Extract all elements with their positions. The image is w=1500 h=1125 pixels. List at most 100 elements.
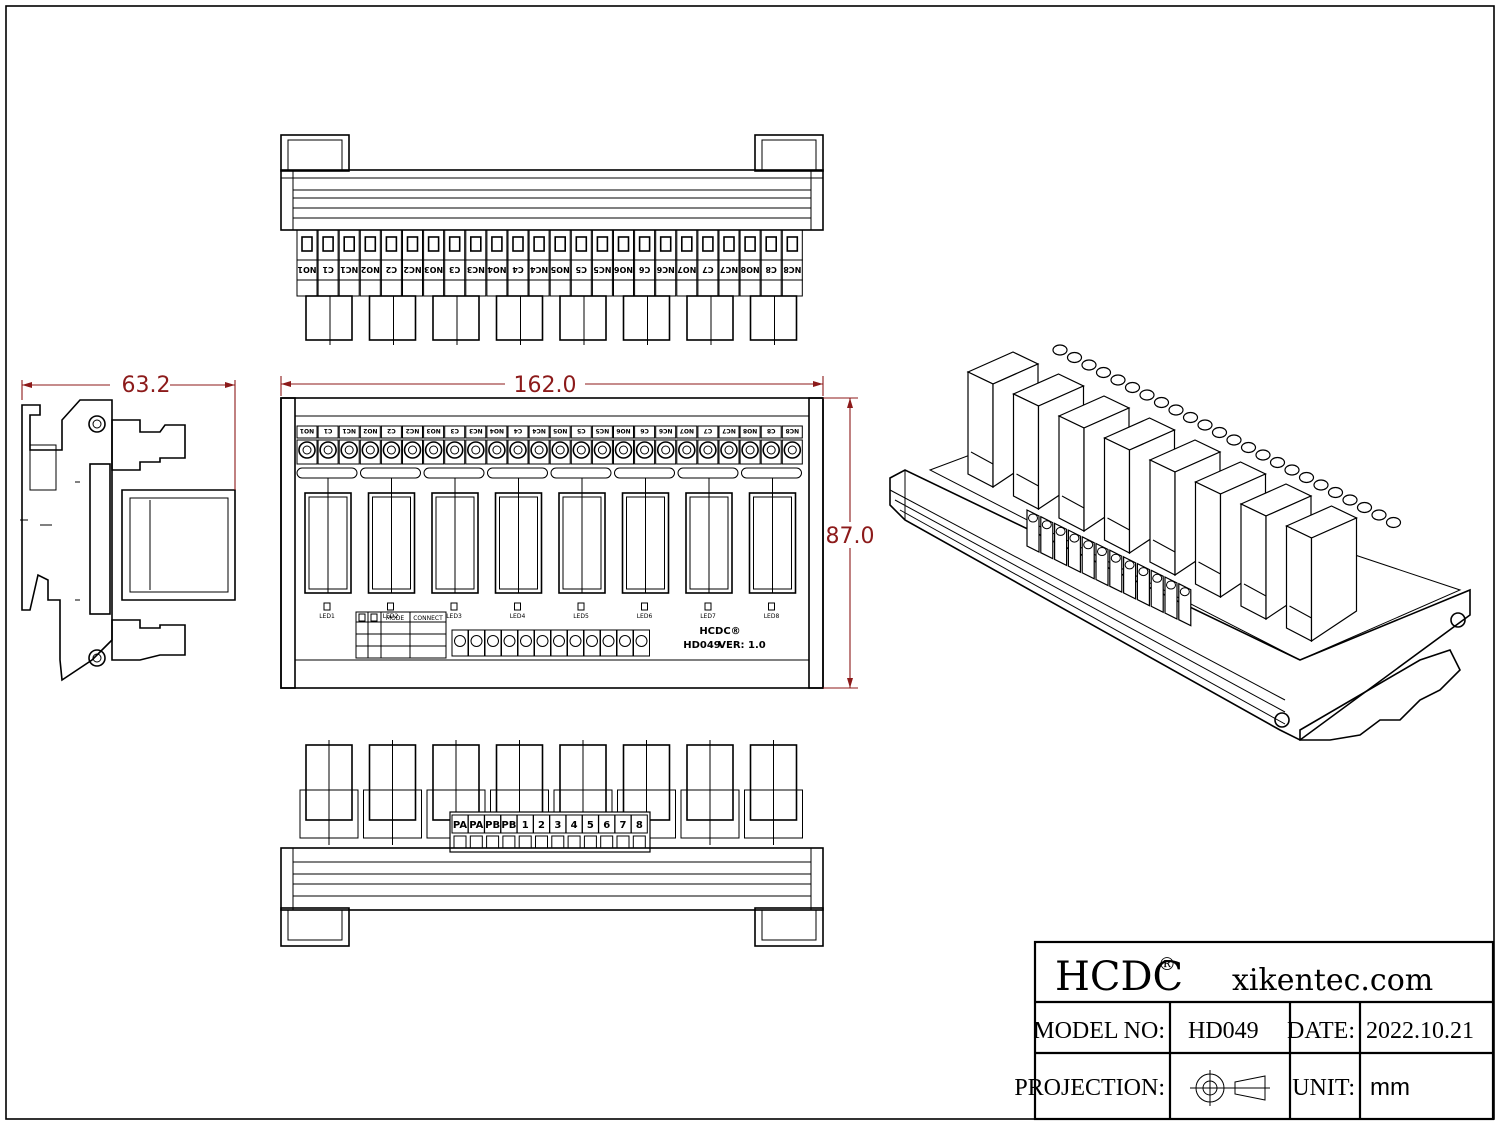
bottom-terminal-label: 7: [620, 820, 627, 831]
top-terminal-screw: [301, 236, 313, 252]
top-terminal-slot: [528, 229, 550, 261]
tb-model-label: MODEL NO:: [1033, 1018, 1165, 1044]
front-terminal-label: C4: [514, 427, 523, 434]
iso-front-terminal-screw: [1055, 526, 1066, 536]
iso-relay-band: [1243, 583, 1267, 597]
front-screw-head: [534, 445, 544, 455]
front-terminal-screw: [741, 441, 759, 459]
front-screw-head: [450, 445, 460, 455]
front-terminal-screw: [635, 441, 654, 459]
iso-relay-band: [1198, 561, 1221, 575]
bottom-terminal-label: 6: [603, 820, 610, 831]
iso-front-terminal-screw: [1083, 540, 1094, 550]
top-terminal-slot: [402, 229, 423, 261]
front-bottom-terminal-screw: [503, 635, 516, 647]
mode-header: MODE: [386, 615, 405, 622]
front-terminal-label: C5: [577, 427, 586, 434]
top-pin-base: [317, 279, 339, 297]
iso-relay-band: [1016, 473, 1039, 487]
top-pin-base: [338, 279, 360, 297]
front-bottom-terminal-screw: [470, 635, 483, 647]
front-terminal-cell: [570, 439, 592, 465]
led-label: LED6: [637, 613, 653, 620]
top-terminal-screw: [427, 236, 440, 252]
iso-terminal-screws: [1052, 344, 1402, 529]
front-relays: [296, 467, 802, 594]
front-terminal-cell: [549, 439, 571, 465]
led-indicator: [387, 602, 394, 611]
front-terminal-cell: [655, 439, 677, 465]
top-pin-base: [613, 279, 634, 297]
top-terminal-screw: [659, 236, 672, 252]
front-relay-clip: [677, 467, 739, 479]
tb-website: xikentec.com: [1232, 963, 1433, 998]
iso-relay-front: [1103, 437, 1131, 554]
side-view: [20, 399, 236, 682]
front-label-cell: [486, 425, 508, 439]
front-terminal-screw: [572, 441, 591, 459]
top-terminal-screw: [617, 236, 630, 252]
top-terminal-label: NC1: [340, 265, 359, 274]
top-terminal-label: NO7: [677, 265, 696, 274]
front-bottom-terminal-screw: [635, 635, 648, 647]
top-terminal-screw: [533, 236, 545, 252]
tb-brand: HCDC: [1055, 954, 1183, 1000]
connect-header: CONNECT: [413, 615, 443, 622]
top-terminal-slot: [296, 229, 318, 261]
front-terminal-label: NC6: [659, 427, 673, 434]
front-terminal-label: C7: [704, 427, 713, 434]
front-terminal-cell: [591, 439, 613, 465]
top-pin-base: [359, 279, 381, 297]
projection-symbol-icon: [1190, 1070, 1270, 1106]
front-screw-head: [766, 445, 776, 455]
top-relay-bodies: [305, 295, 798, 345]
front-terminal-label: C2: [387, 427, 396, 434]
front-bottom-terminals: [451, 629, 650, 657]
iso-relay-front: [1240, 503, 1267, 620]
front-terminal-cell: [380, 439, 402, 465]
iso-relay-band: [1289, 605, 1312, 619]
top-terminal-label: NO6: [614, 265, 633, 274]
led-label: LED8: [764, 613, 780, 620]
iso-terminal-screw: [1356, 501, 1373, 514]
iso-terminal-screw: [1226, 434, 1242, 446]
iso-terminal-screw: [1153, 396, 1170, 409]
front-terminal-label: NO1: [300, 427, 314, 434]
front-screw-head: [344, 445, 354, 455]
top-terminal-label: C1: [322, 265, 334, 274]
front-screw-head: [661, 445, 671, 455]
top-terminal-label: NO3: [424, 265, 443, 274]
bottom-terminal-cell: [630, 814, 648, 834]
front-label-cell: [570, 425, 592, 439]
top-terminal-screw: [744, 236, 756, 252]
iso-terminal-screw: [1066, 351, 1083, 364]
iso-terminal-screw: [1298, 471, 1315, 484]
iso-front-terminals: [1026, 509, 1192, 627]
front-screw-head: [386, 445, 396, 455]
front-screw-head: [745, 445, 755, 455]
front-bottom-terminal-screw: [553, 635, 565, 647]
iso-terminal-screw: [1182, 411, 1199, 424]
front-terminal-cell: [465, 439, 487, 465]
front-relay-clip: [614, 467, 675, 479]
top-terminal-slot: [760, 229, 782, 261]
tb-unit-value: mm: [1370, 1074, 1410, 1101]
iso-terminal-screw: [1139, 389, 1155, 401]
dim-top-width-label: 162.0: [514, 373, 577, 398]
iso-relay-front: [1194, 481, 1222, 598]
front-terminal-cell: [423, 439, 445, 465]
iso-relay-front: [967, 371, 994, 488]
iso-terminal-screw: [1269, 456, 1286, 469]
top-pin-base: [570, 279, 592, 297]
top-terminal-screw: [322, 236, 334, 252]
top-terminal-screw: [343, 236, 356, 252]
top-terminal-screw: [596, 236, 609, 252]
top-terminal-slot: [549, 229, 571, 261]
top-relay-body: [749, 295, 798, 341]
front-label-cell: [359, 425, 381, 439]
front-terminal-cell: [781, 439, 803, 465]
top-terminal-label: NC3: [467, 265, 485, 274]
front-terminal-screw: [488, 441, 506, 459]
front-terminal-screw: [466, 441, 485, 459]
